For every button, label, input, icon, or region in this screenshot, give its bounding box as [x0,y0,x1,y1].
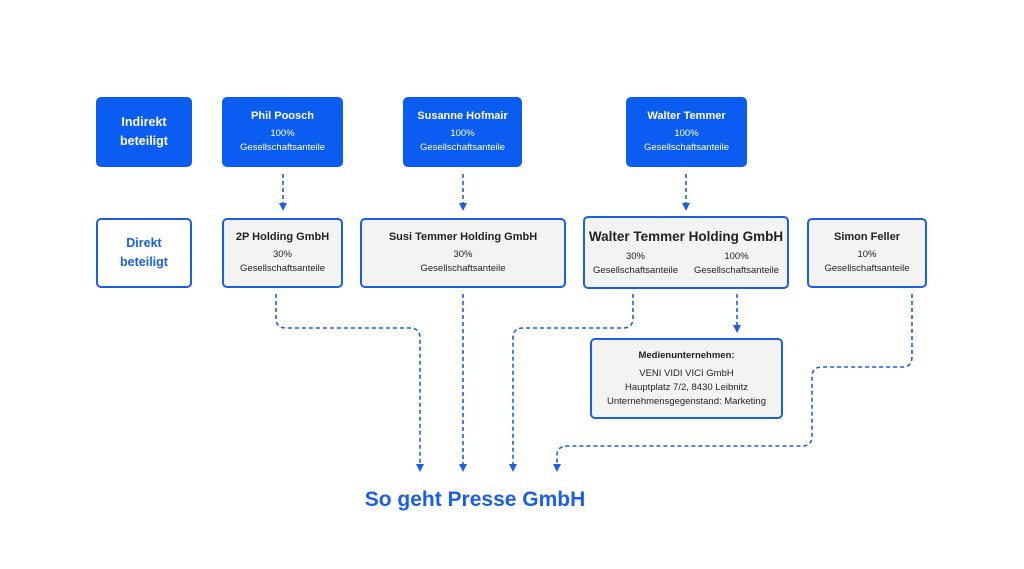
arrow-2p-to-target [275,294,424,472]
direct-walter-temmer-holding: Walter Temmer Holding GmbH 30% Gesellsch… [583,216,789,289]
direct-susi-temmer-holding: Susi Temmer Holding GmbH 30% Gesellschaf… [360,218,566,288]
media-company-box: Medienunternehmen: VENI VIDI VICI GmbH H… [590,338,783,419]
owner-susanne-hofmair: Susanne Hofmair 100% Gesellschaftsanteil… [403,97,522,167]
direct-row-label: Direkt beteiligt [96,218,192,288]
direct-simon-feller: Simon Feller 10% Gesellschaftsanteile [807,218,927,288]
arrow-walter-holding-to-target [509,294,634,472]
walter-holding-shares: 30% Gesellschaftsanteile 100% Gesellscha… [585,250,787,278]
target-company-title: So geht Presse GmbH [364,488,586,511]
owner-walter-temmer: Walter Temmer 100% Gesellschaftsanteile [626,97,747,167]
arrow-simon-to-target [553,294,913,472]
walter-holding-share-left: 30% Gesellschaftsanteile [592,251,679,276]
owner-phil-poosch: Phil Poosch 100% Gesellschaftsanteile [222,97,343,167]
direct-2p-holding: 2P Holding GmbH 30% Gesellschaftsanteile [222,218,343,288]
indirect-row-label: Indirekt beteiligt [96,97,192,167]
walter-holding-share-right: 100% Gesellschaftsanteile [693,251,780,276]
